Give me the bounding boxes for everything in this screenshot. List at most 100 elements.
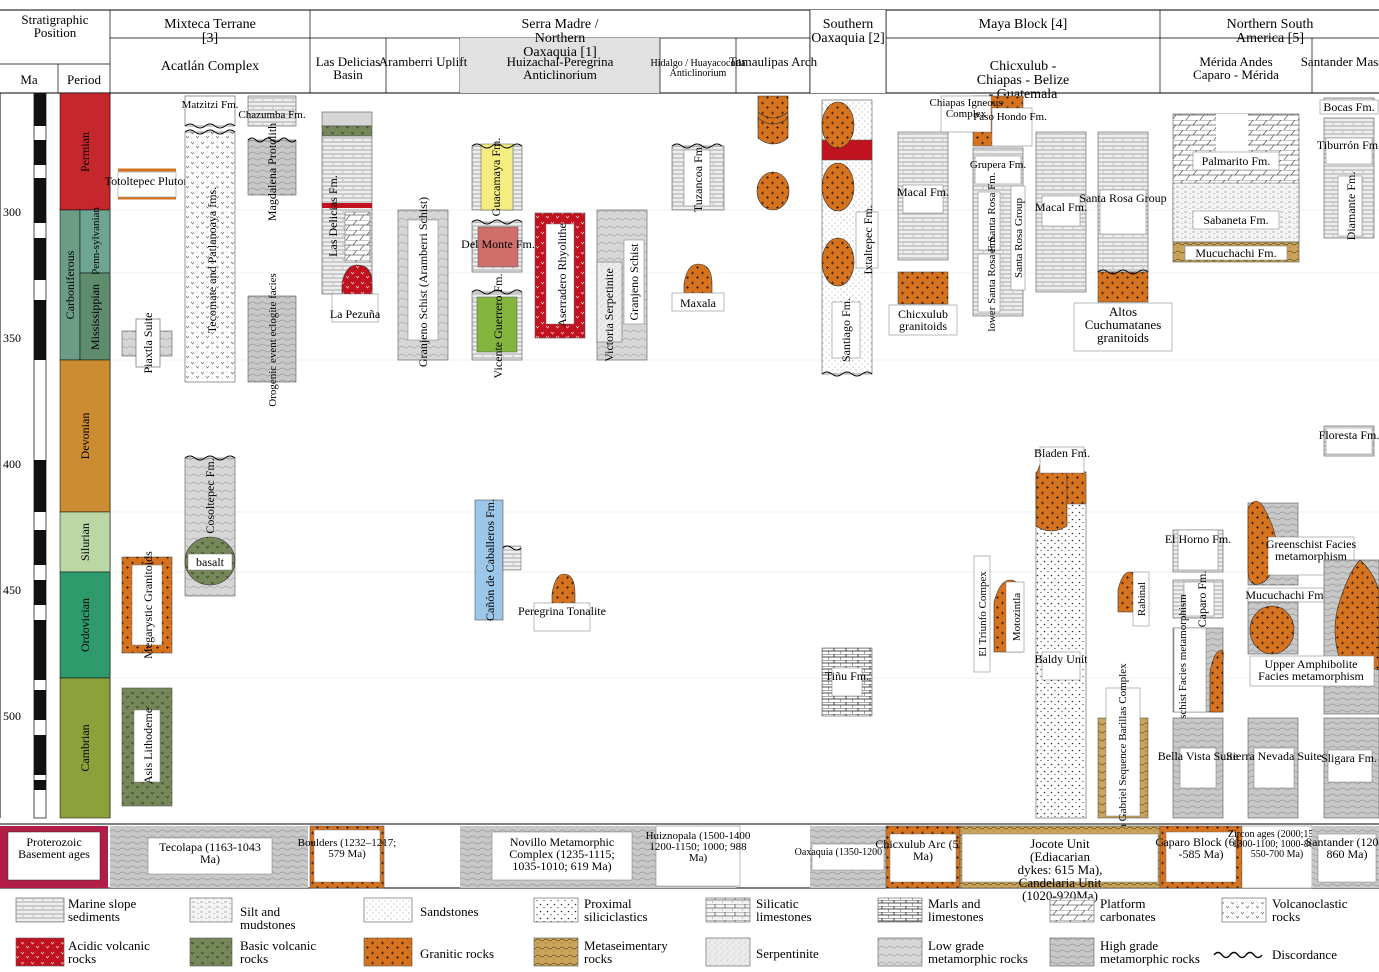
legend-swatch-highgrade <box>1050 938 1094 966</box>
unit-santarosa2: Santa Rosa Group <box>1079 191 1166 205</box>
period-mississippian: Mississippian <box>88 284 102 350</box>
period-silurian: Silurian <box>78 523 92 561</box>
tick-300: 300 <box>3 205 21 219</box>
period-pennsylvanian: Penn-sylvanian <box>90 207 102 275</box>
header: StratigraphicPosition Ma Period Mixteca … <box>0 10 1379 102</box>
timescale: 300 350 400 450 500 Permian Carboniferou… <box>0 93 110 818</box>
legend-swatch-volcanoclastic <box>1222 898 1266 922</box>
period-ordovician: Ordovician <box>78 598 92 652</box>
unit-orogenic: Orogenic event eclogite facies <box>267 273 279 406</box>
region-maya: Maya Block [4] <box>979 17 1068 32</box>
legend-swatch-proximal <box>534 898 578 922</box>
unit-santiago: Santiago Fm. <box>839 298 853 362</box>
legend-marls: Marls andlimestones <box>928 896 984 924</box>
unit-chazumba: Chazumba Fm. <box>238 109 305 121</box>
period-cambrian: Cambrian <box>78 724 92 771</box>
unit-grupera: Grupera Fm. <box>970 159 1026 171</box>
legend-swatch-platform <box>1050 898 1094 922</box>
sub-tamaulipas: Tamaulipas Arch <box>729 54 818 69</box>
ma-header: Ma <box>20 72 38 87</box>
unit-tinu: Tiñu Fm. <box>825 669 869 683</box>
sub-delicias: Las DeliciasBasin <box>316 54 381 82</box>
unit-lasdelicias: Las Delicias Fm. <box>326 175 340 257</box>
unit-lapezuna: La Pezuña <box>330 307 381 321</box>
unit-ixtaltepec: Ixtaltepec Fm. <box>861 205 875 274</box>
legend-platform: Platformcarbonates <box>1100 896 1156 924</box>
legend-swatch-acidic <box>16 938 64 966</box>
tick-400: 400 <box>3 457 21 471</box>
legend-swatch-silt <box>190 898 232 922</box>
unit-lower-sr: lower Santa Rosa Fm. <box>986 234 998 331</box>
unit-tecomate: Tecomate and Patlanoaya fms. <box>205 187 219 333</box>
unit-baldy: Baldy Unit <box>1035 652 1089 666</box>
unit-el-horno: El Horno Fm. <box>1165 532 1231 546</box>
unit-sangabriel: San Gabriel Sequence Barillas Complex <box>1117 663 1129 841</box>
basement-label: ProterozoicBasement ages <box>18 835 90 861</box>
maya-column: Macal Fm. Chicxulubgranitoids Chiapas Ig… <box>889 96 1172 841</box>
unit-sierra: Sierra Nevada Suite <box>1226 749 1322 763</box>
unit-tiburron: Tiburrón Fm. <box>1317 138 1379 152</box>
unit-palmarito: Palmarito Fm. <box>1202 154 1271 168</box>
unit-bladen: Bladen Fm. <box>1034 446 1090 460</box>
southern-column: Ixtaltepec Fm. Santiago Fm. Tiñu Fm. <box>822 100 878 716</box>
sub-aramberri: Aramberri Uplift <box>379 54 468 69</box>
legend-swatch-serpentinite <box>706 938 750 966</box>
unit-tuzancoa: Tuzancoa Fm. <box>691 144 705 212</box>
unit-macal1: Macal Fm. <box>897 185 949 199</box>
unit-greenschist2: Greenschist Faciesmetamorphism <box>1266 537 1357 563</box>
legend-granitic: Granitic rocks <box>420 946 494 961</box>
unit-guacamaya: Guacamaya Fm. <box>489 138 503 217</box>
period-carboniferous: Carboniferous <box>63 250 77 319</box>
unit-granjeno-aram: Granjeno Schist (Aramberri Schist) <box>416 197 430 367</box>
unit-basalt: basalt <box>196 555 225 569</box>
unit-mucuchachi2: Mucuchachi Fm. <box>1245 588 1326 602</box>
period-header: Period <box>67 72 101 87</box>
unit-victoria: Victoria Serpetinite <box>602 268 616 362</box>
mixteca-column: Totoltepec Pluton Piaxtla Suite Megaryst… <box>105 96 306 806</box>
legend-swatch-marls <box>878 898 922 922</box>
unit-motozintla: Motozintla <box>1011 593 1023 641</box>
unit-floresta: Floresta Fm. <box>1319 428 1379 442</box>
tick-450: 450 <box>3 583 21 597</box>
unit-el-triunfo: El Triunfo Compex <box>977 571 989 657</box>
unit-piaxtla: Piaxtla Suite <box>141 313 155 374</box>
period-permian: Permian <box>78 132 92 172</box>
basement-novillo: Novillo MetamorphicComplex (1235-1115;10… <box>509 835 614 873</box>
tick-500: 500 <box>3 709 21 723</box>
legend-sand: Sandstones <box>420 904 479 919</box>
legend-swatch-granitic <box>364 938 412 966</box>
legend-swatch-marine <box>16 898 64 922</box>
unit-peregrina: Peregrina Tonalite <box>518 604 606 618</box>
legend-discordance: Discordance <box>1272 947 1337 962</box>
unit-delmonte: Del Monte Fm. <box>461 237 535 251</box>
unit-sligara: Sligara Fm. <box>1321 751 1377 765</box>
legend-swatch-lowgrade <box>878 938 922 966</box>
unit-rabinal: Rabinal <box>1136 582 1148 616</box>
unit-vicente: Vicente Guerrero Fm. <box>491 274 505 379</box>
unit-maxala: Maxala <box>680 296 717 310</box>
unit-aserradero: Aserradero Rhyolithe <box>555 223 569 327</box>
unit-magdalena: Magdalena Protolith <box>265 123 279 221</box>
unit-sr-group: Santa Rosa Group <box>1013 197 1025 278</box>
unit-sabaneta: Sabaneta Fm. <box>1203 213 1268 227</box>
unit-matzitzi: Matzitzi Fm. <box>182 99 239 111</box>
discordance-icon <box>1214 953 1262 958</box>
legend-serpentinite: Serpentinite <box>756 946 819 961</box>
sub-acatlan: Acatlán Complex <box>161 59 259 74</box>
tick-350: 350 <box>3 331 21 345</box>
